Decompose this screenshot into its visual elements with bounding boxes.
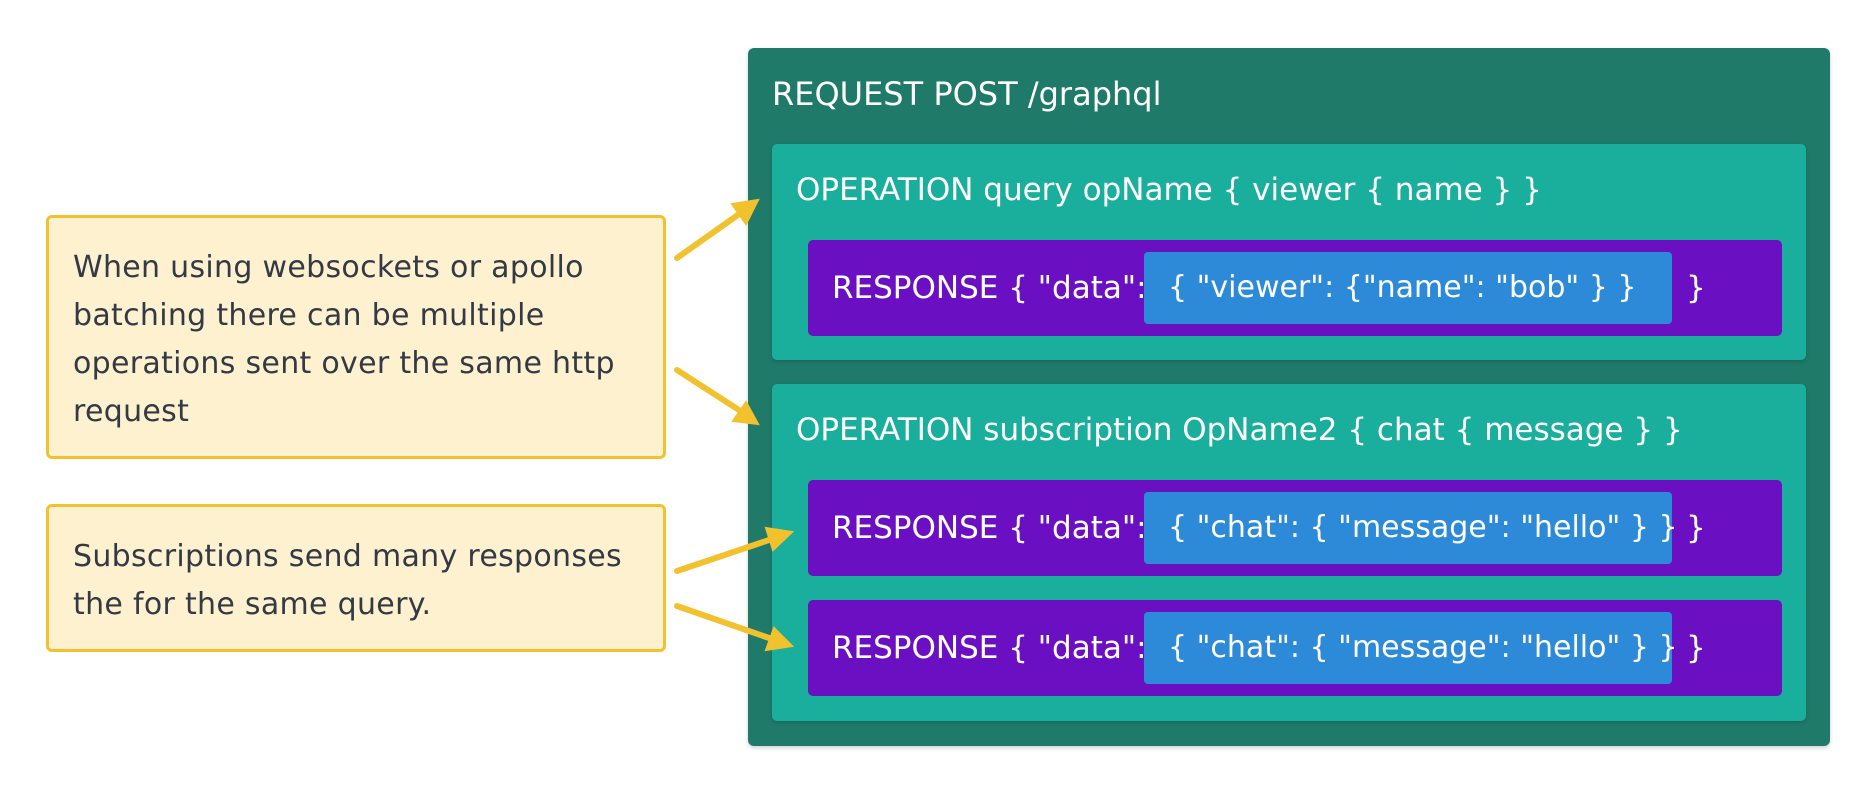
arrow-head-icon (764, 526, 795, 552)
note-subscriptions: Subscriptions send many responses the fo… (46, 504, 666, 652)
response-suffix: } (1686, 270, 1706, 306)
operation-query: OPERATION query opName { viewer { name }… (772, 144, 1806, 360)
operation-subscription: OPERATION subscription OpName2 { chat { … (772, 384, 1806, 721)
response-prefix: RESPONSE { "data": (832, 270, 1147, 306)
request-box: REQUEST POST /graphql OPERATION query op… (748, 48, 1830, 746)
arrow-head-icon (730, 198, 760, 226)
response-data-text: { "chat": { "message": "hello" } } (1168, 630, 1678, 665)
operation-query-title: OPERATION query opName { viewer { name }… (796, 172, 1542, 208)
arrow-to-operation-query (674, 209, 745, 261)
response-suffix: } (1686, 630, 1706, 666)
note-subscriptions-text: Subscriptions send many responses the fo… (73, 539, 622, 622)
response-chat-1: RESPONSE { "data": { "chat": { "message"… (808, 480, 1782, 576)
request-title: REQUEST POST /graphql (772, 75, 1162, 113)
arrow-head-icon (731, 400, 760, 426)
response-data-box: { "chat": { "message": "hello" } } (1144, 612, 1678, 684)
arrow-to-response-chat-1 (674, 536, 775, 574)
response-data-text: { "chat": { "message": "hello" } } (1168, 510, 1678, 545)
response-prefix: RESPONSE { "data": (832, 630, 1147, 666)
response-viewer: RESPONSE { "data": { "viewer": {"name": … (808, 240, 1782, 336)
response-data-box: { "chat": { "message": "hello" } } (1144, 492, 1678, 564)
note-batching-text: When using websockets or apollo batching… (73, 250, 615, 429)
arrow-head-icon (764, 626, 795, 652)
response-data-box: { "viewer": {"name": "bob" } } (1144, 252, 1672, 324)
response-prefix: RESPONSE { "data": (832, 510, 1147, 546)
response-suffix: } (1686, 510, 1706, 546)
note-batching: When using websockets or apollo batching… (46, 215, 666, 459)
arrow-to-response-chat-2 (674, 603, 775, 642)
response-chat-2: RESPONSE { "data": { "chat": { "message"… (808, 600, 1782, 696)
operation-subscription-title: OPERATION subscription OpName2 { chat { … (796, 412, 1683, 448)
arrow-to-operation-subscription (674, 367, 745, 415)
response-data-text: { "viewer": {"name": "bob" } } (1168, 270, 1637, 305)
